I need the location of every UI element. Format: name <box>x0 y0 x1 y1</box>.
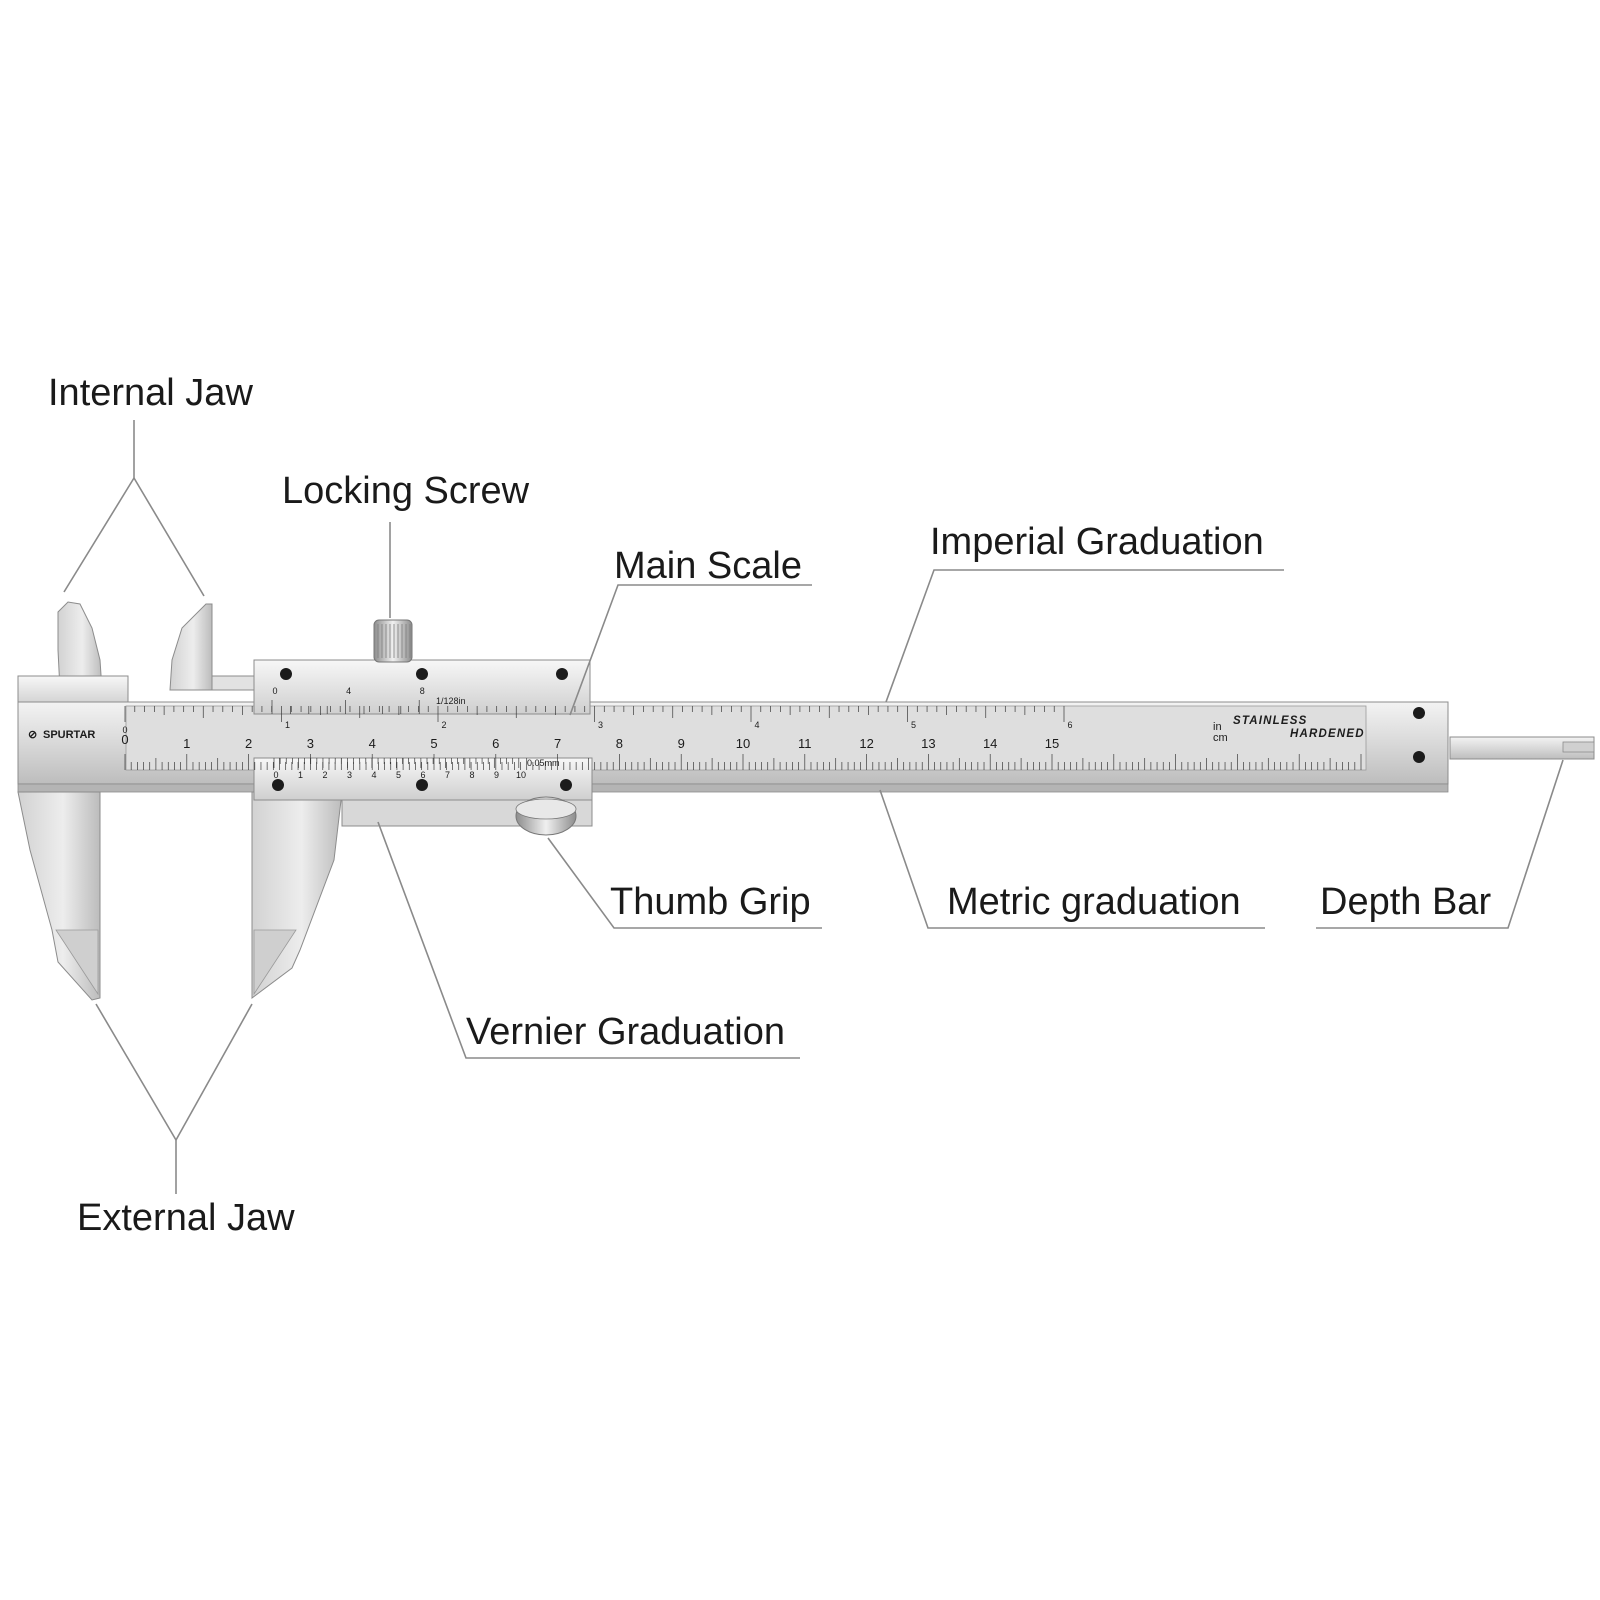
metric-vernier-number-10: 10 <box>516 770 526 780</box>
inch-number-4: 4 <box>754 720 759 730</box>
metric-vernier-number-8: 8 <box>469 770 474 780</box>
inch-number-1: 1 <box>285 720 290 730</box>
inch-number-3: 3 <box>598 720 603 730</box>
cm-number-11: 11 <box>798 736 812 751</box>
cm-number-6: 6 <box>492 736 499 751</box>
fixed-internal-jaw <box>57 601 103 691</box>
stamp-hardened: HARDENED <box>1290 728 1365 740</box>
label-vernier-graduation: Vernier Graduation <box>466 1011 785 1053</box>
cm-number-8: 8 <box>616 736 623 751</box>
metric-vernier-number-4: 4 <box>371 770 376 780</box>
inch-number-5: 5 <box>911 720 916 730</box>
imperial-vernier-number-4: 4 <box>346 686 351 696</box>
label-internal-jaw: Internal Jaw <box>48 372 253 414</box>
cm-number-9: 9 <box>678 736 685 751</box>
label-main-scale: Main Scale <box>614 545 802 587</box>
scale-ticks <box>124 700 1362 770</box>
metric-vernier-number-2: 2 <box>322 770 327 780</box>
metric-vernier-number-9: 9 <box>494 770 499 780</box>
label-imperial-graduation: Imperial Graduation <box>930 521 1264 563</box>
imperial-vernier-numbers: 0 4 8 <box>272 686 424 696</box>
main-zero-inch: 0 <box>122 725 127 735</box>
cm-number-13: 13 <box>921 736 935 751</box>
cm-number-3: 3 <box>307 736 314 751</box>
cm-number-1: 1 <box>183 736 190 751</box>
label-metric-graduation: Metric graduation <box>947 881 1241 923</box>
label-depth-bar: Depth Bar <box>1320 881 1491 923</box>
cm-number-14: 14 <box>983 736 997 751</box>
sliding-internal-jaw <box>169 603 213 691</box>
unit-inch: in <box>1213 721 1222 733</box>
brand-logo-icon: ⊘ <box>28 729 37 741</box>
brand-name: SPURTAR <box>43 729 95 741</box>
imperial-vernier-number-8: 8 <box>420 686 425 696</box>
thumb-grip[interactable] <box>515 796 577 836</box>
cm-number-15: 15 <box>1045 736 1059 751</box>
inch-number-2: 2 <box>441 720 446 730</box>
cm-number-12: 12 <box>859 736 873 751</box>
cm-number-10: 10 <box>736 736 750 751</box>
label-external-jaw: External Jaw <box>77 1197 295 1239</box>
metric-vernier-number-1: 1 <box>298 770 303 780</box>
caliper: ⊘ SPURTAR STAINLESS HARDENED in cm 0 0 1… <box>17 601 1595 1001</box>
cm-number-2: 2 <box>245 736 252 751</box>
metric-vernier-number-7: 7 <box>445 770 450 780</box>
imperial-vernier-number-0: 0 <box>272 686 277 696</box>
metric-vernier-resolution: 0.05mm <box>527 758 560 768</box>
label-thumb-grip: Thumb Grip <box>610 881 811 923</box>
cm-number-4: 4 <box>369 736 376 751</box>
metric-vernier-number-3: 3 <box>347 770 352 780</box>
inch-number-6: 6 <box>1067 720 1072 730</box>
locking-screw[interactable] <box>373 619 413 663</box>
main-zero-cm: 0 <box>121 732 128 747</box>
metric-vernier-number-0: 0 <box>273 770 278 780</box>
cm-number-7: 7 <box>554 736 561 751</box>
cm-number-5: 5 <box>430 736 437 751</box>
metric-vernier-number-6: 6 <box>420 770 425 780</box>
metric-vernier-numbers: 0 1 2 3 4 5 6 7 8 9 10 <box>273 770 526 780</box>
metric-vernier-number-5: 5 <box>396 770 401 780</box>
stamp-stainless: STAINLESS <box>1233 715 1307 727</box>
imperial-vernier-resolution: 1/128in <box>436 696 466 706</box>
label-locking-screw: Locking Screw <box>282 470 530 512</box>
unit-cm: cm <box>1213 732 1228 744</box>
imperial-scale-numbers: 1 2 3 4 5 6 <box>285 720 1073 730</box>
leader-lines <box>63 420 1564 1194</box>
